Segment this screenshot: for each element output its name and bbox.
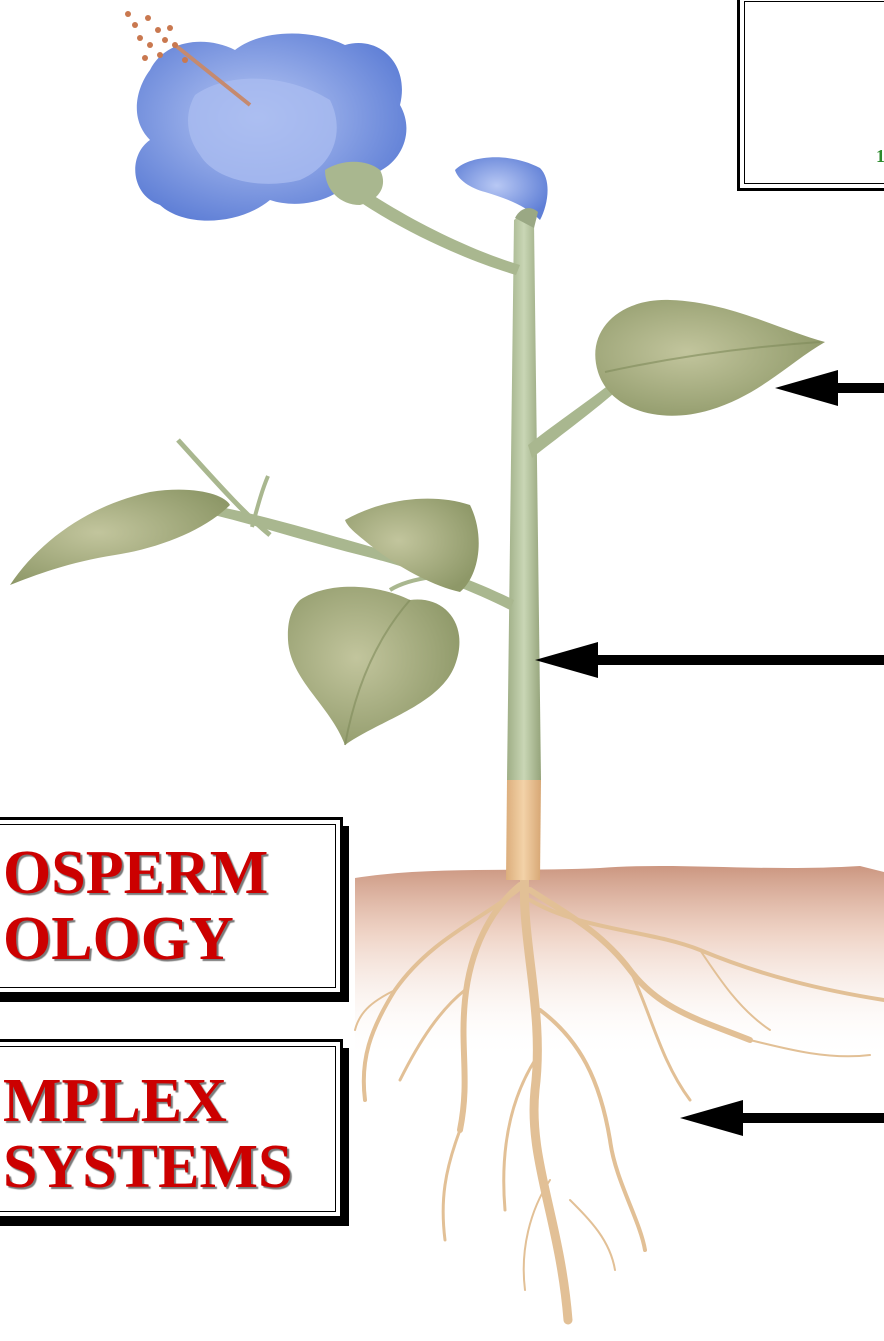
leaf-heart	[288, 587, 460, 745]
leaf-branch-right	[528, 380, 620, 458]
arrow-stem	[535, 642, 884, 678]
leaf-far-left	[10, 490, 230, 585]
label-box-1-line1: OSPERM	[3, 840, 268, 906]
flower-branch	[360, 190, 520, 275]
label-box-2-line2: SYSTEMS	[3, 1134, 292, 1200]
arrow-leaf	[775, 370, 884, 406]
title-box-fragment: 1	[876, 146, 884, 167]
label-box-2-line1: MPLEX	[3, 1068, 227, 1134]
leaf-top-right	[595, 300, 825, 416]
stem-base	[506, 780, 541, 880]
arrow-root	[680, 1100, 884, 1136]
soil-surface	[355, 866, 884, 1060]
label-box-1-line2: OLOGY	[3, 906, 234, 972]
label-box-1: OSPERM OLOGY	[0, 817, 343, 995]
title-box	[737, 0, 884, 191]
main-stem	[507, 216, 541, 780]
label-box-2: MPLEX SYSTEMS	[0, 1039, 343, 1219]
flower	[125, 11, 406, 221]
